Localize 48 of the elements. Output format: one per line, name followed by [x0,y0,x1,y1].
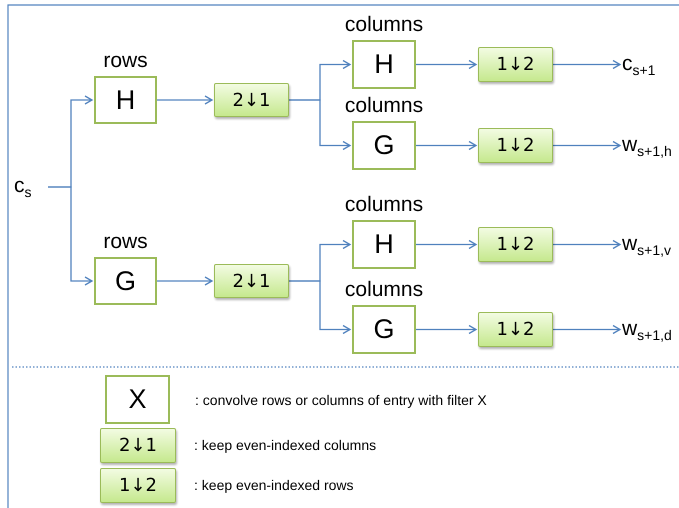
filter-name: H [116,84,136,116]
stage-heading: columns [344,193,424,217]
signal-label: w$_{s+1,d}$ [622,316,672,344]
downsample-symbol: 2↓1 [119,435,157,456]
downsample-symbol: 2↓1 [232,90,270,110]
downsample-symbol: 1↓2 [119,475,157,496]
arrow [48,186,93,286]
signal-label: w$_{s+1,v}$ [622,232,672,258]
filter-name: G [373,314,394,345]
arrow [553,324,621,334]
arrow [289,280,351,334]
legend-description: : keep even-indexed columns [194,436,376,452]
stage-heading: columns [344,278,424,302]
arrow [416,324,477,334]
stage-heading: rows [102,230,149,254]
downsample-symbol: 1↓2 [496,135,534,156]
filter-name: H [374,49,394,80]
stage-heading: rows [102,49,149,73]
signal-label: w$_{s+1,h}$ [622,132,672,160]
arrow [289,99,351,150]
arrow [553,60,621,70]
filter-name: G [373,130,394,161]
arrow [157,95,213,105]
downsample-box [478,128,553,163]
filter-name: H [374,229,394,260]
downsample-box [214,83,289,117]
filter-name: X [128,384,146,415]
downsample-box [478,227,553,262]
downsample-symbol: 1↓2 [496,319,534,340]
stage-heading: columns [344,13,424,37]
signal-label: c$_{s}$ [14,174,32,200]
legend-description: : convolve rows or columns of entry with filter X [195,392,487,408]
arrow [553,240,621,250]
arrow [416,60,477,70]
arrow [416,240,477,250]
downsample-symbol: 2↓1 [232,270,270,292]
arrow [416,140,477,150]
legend-description: : keep even-indexed rows [194,476,354,492]
signal-label: c$_{s+1}$ [622,52,656,78]
downsample-symbol: 1↓2 [496,234,534,255]
stage-heading: columns [344,94,424,118]
downsample-box [478,47,553,82]
arrow [553,140,621,150]
downsample-symbol: 1↓2 [496,54,534,75]
filter-name: G [114,266,136,296]
downsample-box [478,312,553,347]
arrow [157,276,213,286]
downsample-box [214,264,289,298]
